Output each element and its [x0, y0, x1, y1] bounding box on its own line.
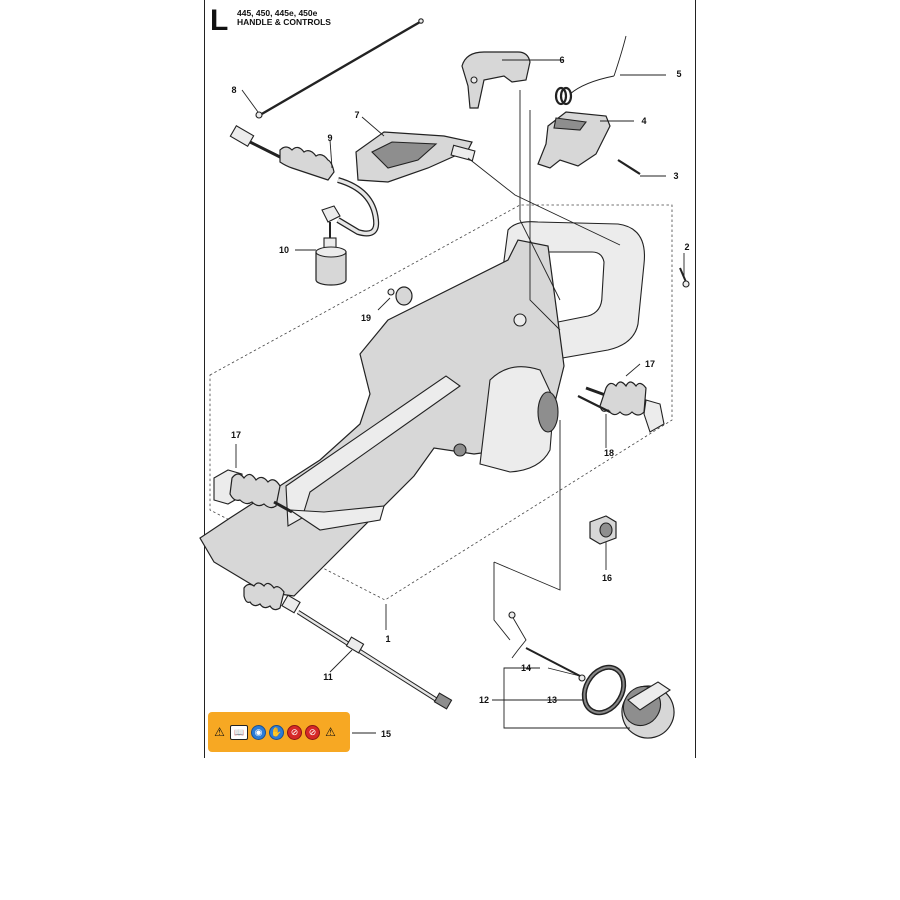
callout-11: 11 [323, 672, 333, 682]
part-9-choke-cable [229, 125, 380, 237]
callout-8: 8 [231, 85, 236, 95]
callout-13: 13 [547, 695, 557, 705]
part-13-o-ring [581, 664, 627, 716]
callout-17-left: 17 [231, 430, 241, 440]
part-17-av-spring-left [213, 469, 293, 514]
assembly-outline [209, 204, 673, 601]
part-4-throttle-trigger [537, 111, 611, 169]
part-5-spring [554, 35, 627, 106]
gloves-icon: ✋ [269, 724, 284, 740]
warning-triangle-icon: ⚠ [214, 724, 225, 739]
part-1-rear-handle [199, 221, 646, 597]
callout-numbers: 1 2 3 4 5 6 7 8 9 10 11 12 13 14 15 16 1… [231, 55, 690, 739]
part-6-throttle-lockout [461, 51, 531, 109]
callout-17-right: 17 [645, 359, 655, 369]
callout-14: 14 [521, 663, 531, 673]
callout-12: 12 [479, 695, 489, 705]
part-12-fuel-cap [621, 681, 675, 739]
no-fire-icon: ⊘ [287, 724, 302, 740]
part-14-pickup [508, 611, 586, 682]
callout-15: 15 [381, 729, 391, 739]
callout-7: 7 [354, 110, 359, 120]
helmet-icon: ◉ [251, 724, 266, 740]
callout-16: 16 [602, 573, 612, 583]
manual-book-icon: 📖 [230, 724, 248, 740]
callout-18: 18 [604, 448, 614, 458]
part-16-plug [589, 515, 617, 545]
part-10-filter [315, 222, 347, 286]
callout-10: 10 [279, 245, 289, 255]
callout-6: 6 [559, 55, 564, 65]
part-8-throttle-rod [255, 18, 424, 119]
kickback-icon: ⚠ [325, 724, 336, 739]
callout-3: 3 [673, 171, 678, 181]
model-numbers: 445, 450, 445e, 450e [237, 8, 318, 18]
part-7-handle-cover [355, 131, 476, 183]
callout-1: 1 [385, 634, 390, 644]
part-17-av-spring-right [585, 381, 665, 433]
part-11-av-rod [243, 582, 453, 710]
callout-4: 4 [641, 116, 646, 126]
callout-9: 9 [327, 133, 332, 143]
no-smoking-icon: ⊘ [305, 724, 320, 740]
callout-5: 5 [676, 69, 681, 79]
part-2-screw [679, 267, 690, 288]
part-3-pin [617, 159, 641, 175]
section-title: HANDLE & CONTROLS [237, 17, 331, 27]
section-letter: L [210, 4, 229, 37]
leader-lines [235, 59, 685, 734]
page-frame [204, 0, 696, 758]
part-18-pin [577, 395, 611, 413]
callout-2: 2 [684, 242, 689, 252]
part-15-warning-decal: ⚠ 📖 ◉ ✋ ⊘ ⊘ ⚠ [208, 712, 350, 752]
callout-19: 19 [361, 313, 371, 323]
part-19-bushing [387, 286, 413, 306]
